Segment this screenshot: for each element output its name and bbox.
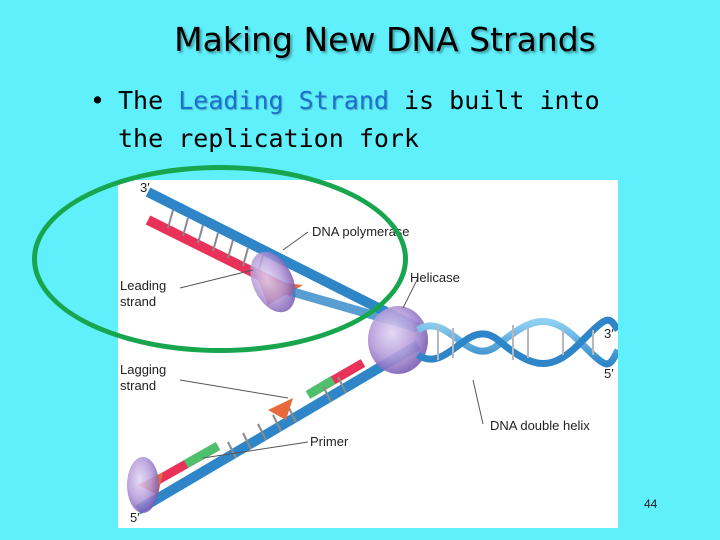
- label-3prime-right: 3′: [604, 326, 614, 342]
- label-lagging-strand: Lagging strand: [120, 362, 166, 394]
- slide-title: Making New DNA Strands: [0, 20, 720, 59]
- page-number: 44: [644, 497, 657, 511]
- bullet-text-line-2: the replication fork: [118, 124, 419, 153]
- lagging-template-strand: [138, 345, 418, 510]
- lagging-polymerase-enzyme: [127, 457, 159, 513]
- bullet-suffix: is built into: [389, 86, 600, 115]
- label-helicase: Helicase: [410, 270, 460, 286]
- label-5prime-bottom: 5′: [130, 510, 140, 526]
- bullet-prefix: The: [118, 86, 178, 115]
- label-lagging-strand-line-2: strand: [120, 378, 156, 393]
- leading-strand-highlight: Leading Strand: [178, 86, 389, 115]
- helicase-enzyme: [368, 306, 428, 374]
- label-primer: Primer: [310, 434, 348, 450]
- label-dna-double-helix: DNA double helix: [490, 418, 590, 434]
- bullet-text-line-1: •The Leading Strand is built into: [90, 86, 600, 115]
- leading-strand-highlight-circle: [32, 165, 408, 353]
- double-helix: [418, 320, 618, 364]
- bullet-marker: •: [90, 86, 118, 115]
- label-lagging-strand-line-1: Lagging: [120, 362, 166, 377]
- label-5prime-right: 5′: [604, 366, 614, 382]
